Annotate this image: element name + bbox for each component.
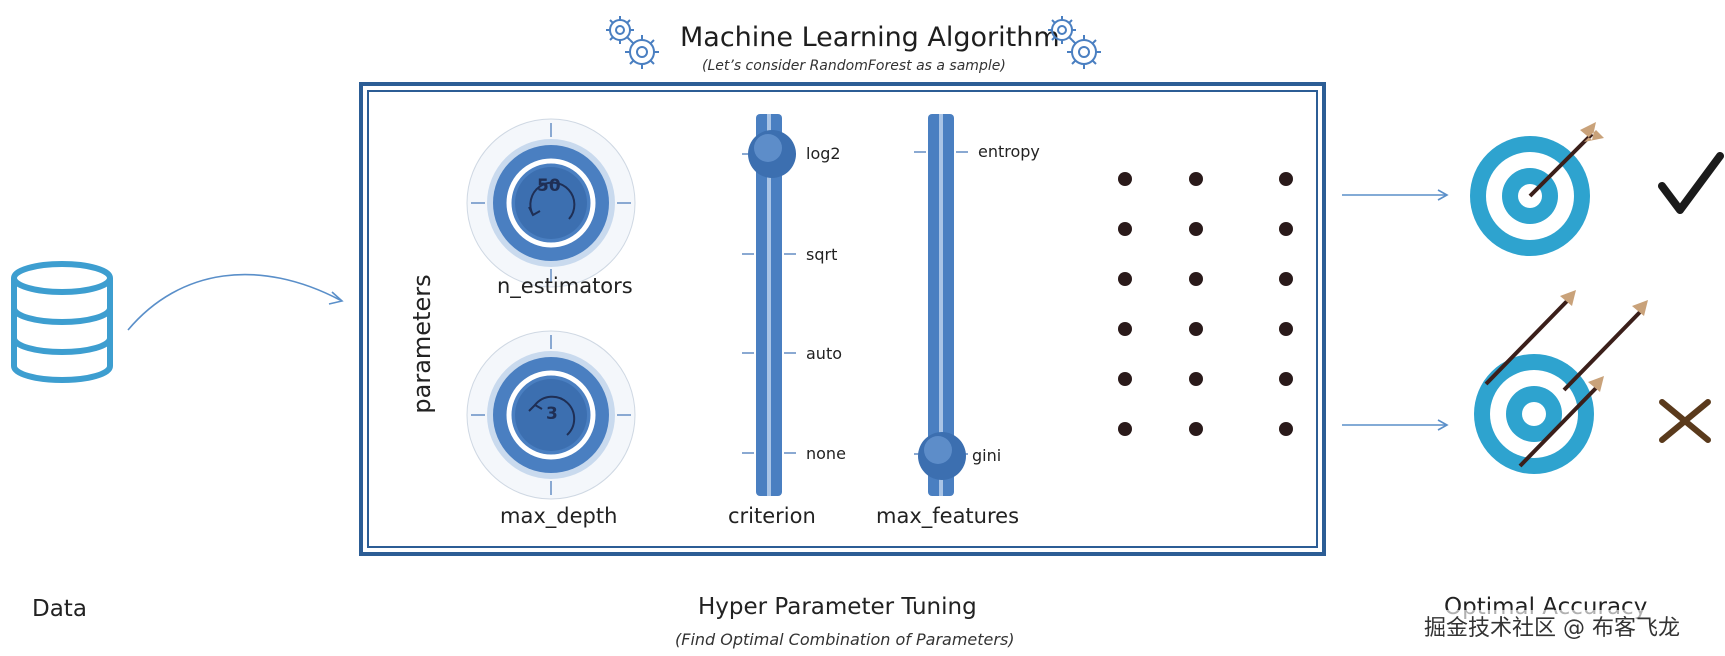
combination-dot	[1189, 422, 1203, 436]
algorithm-title: Machine Learning Algorithm	[680, 22, 1060, 53]
combination-dot	[1118, 422, 1132, 436]
gears-icon-left	[606, 16, 659, 69]
criterion-slider-handle[interactable]	[746, 128, 798, 180]
knob-max-depth[interactable]	[463, 327, 639, 503]
criterion-tick-auto: auto	[806, 344, 843, 363]
combination-dot	[1189, 322, 1203, 336]
n-estimators-value: 50	[537, 176, 561, 196]
combination-dot	[1279, 272, 1293, 286]
cross-icon	[1659, 399, 1711, 443]
criterion-tick-log2: log2	[806, 144, 841, 163]
combination-dot	[1279, 422, 1293, 436]
max-depth-value: 3	[546, 404, 558, 424]
parameters-label: parameters	[408, 274, 436, 414]
combination-dot	[1279, 372, 1293, 386]
criterion-label: criterion	[728, 504, 816, 528]
max-features-label: max_features	[876, 504, 1020, 528]
combination-dot	[1279, 172, 1293, 186]
algorithm-subtitle: (Let’s consider RandomForest as a sample…	[702, 58, 1006, 74]
data-label: Data	[32, 596, 87, 622]
knob-n-estimators[interactable]	[463, 115, 639, 291]
combination-dot	[1189, 372, 1203, 386]
n-estimators-label: n_estimators	[497, 274, 633, 298]
combination-dot	[1279, 322, 1293, 336]
criterion-tick-none: none	[806, 444, 846, 463]
parameter-panel-inner-frame	[367, 90, 1318, 548]
combination-dot	[1118, 372, 1132, 386]
database-icon	[11, 261, 113, 384]
combination-dot	[1189, 222, 1203, 236]
hyper-parameter-tuning-label: Hyper Parameter Tuning	[698, 594, 977, 620]
combination-dot	[1118, 172, 1132, 186]
max-features-tick-entropy: entropy	[978, 142, 1040, 161]
combination-dot	[1189, 172, 1203, 186]
combination-dot	[1118, 222, 1132, 236]
data-flow-arrow	[127, 273, 344, 331]
criterion-tick-sqrt: sqrt	[806, 245, 838, 264]
max-features-slider-handle[interactable]	[916, 430, 968, 482]
combination-dot	[1118, 322, 1132, 336]
gears-icon-right	[1048, 16, 1101, 69]
arrow-to-hit	[1342, 189, 1449, 201]
max-depth-label: max_depth	[500, 504, 618, 528]
combination-dot	[1118, 272, 1132, 286]
combination-dot	[1279, 222, 1293, 236]
check-icon	[1658, 152, 1724, 214]
max-features-tick-gini: gini	[972, 446, 1002, 465]
watermark-text: 掘金技术社区 @ 布客飞龙	[1424, 610, 1680, 642]
target-miss-icon	[1474, 290, 1648, 474]
hyper-parameter-tuning-subtitle: (Find Optimal Combination of Parameters)	[675, 630, 1015, 649]
target-hit-icon	[1470, 122, 1604, 256]
parameter-panel-frame	[359, 82, 1326, 556]
arrow-to-miss	[1342, 419, 1449, 431]
combination-dot	[1189, 272, 1203, 286]
combination-dot-grid	[1118, 172, 1300, 442]
